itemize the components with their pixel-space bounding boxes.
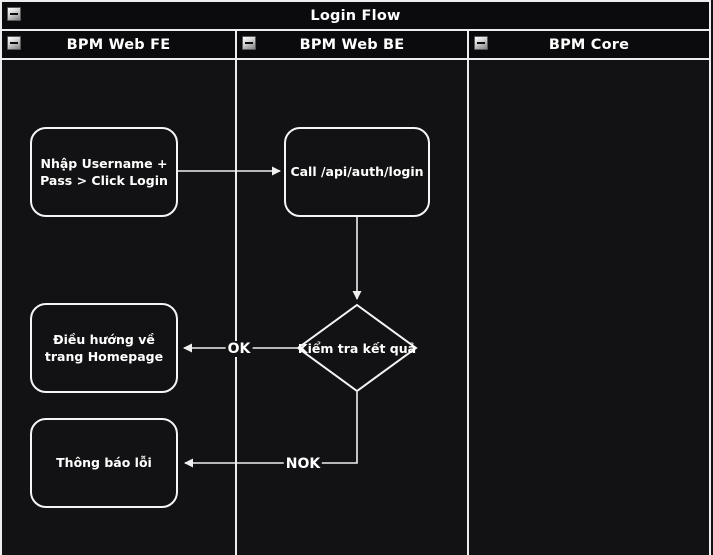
lane-title: BPM Web FE	[66, 36, 171, 53]
node-redirect-homepage[interactable]: Điều hướng về trang Homepage	[30, 303, 178, 393]
collapse-icon[interactable]	[242, 36, 256, 50]
collapse-icon[interactable]	[474, 36, 488, 50]
lane-header-row: BPM Web FE BPM Web BE BPM Core	[2, 31, 709, 60]
decision-check-result-label[interactable]: Kiểm tra kết quả	[297, 341, 417, 356]
node-error-notification[interactable]: Thông báo lỗi	[30, 418, 178, 508]
lane-body-row	[2, 60, 709, 555]
node-label: Điều hướng về trang Homepage	[44, 331, 164, 365]
pool-title: Login Flow	[310, 7, 401, 24]
lane-body-bpm-web-fe	[2, 60, 237, 555]
lane-title: BPM Web BE	[299, 36, 405, 53]
edge-label-nok[interactable]: NOK	[283, 456, 323, 472]
decision-diamond[interactable]	[296, 303, 418, 393]
pool-title-bar[interactable]: Login Flow	[2, 2, 709, 31]
node-label: Nhập Username + Pass > Click Login	[40, 155, 168, 189]
collapse-icon[interactable]	[7, 7, 21, 21]
node-label: Call /api/auth/login	[290, 164, 424, 180]
lane-body-bpm-web-be	[237, 60, 469, 555]
edge-decision-nok[interactable]	[184, 392, 358, 468]
node-call-login-api[interactable]: Call /api/auth/login	[284, 127, 430, 217]
lane-title: BPM Core	[548, 36, 630, 53]
lane-header-bpm-web-be[interactable]: BPM Web BE	[237, 31, 469, 58]
collapse-icon[interactable]	[7, 36, 21, 50]
node-label: Thông báo lỗi	[56, 455, 152, 471]
edge-label-ok[interactable]: OK	[225, 341, 253, 357]
lane-header-bpm-web-fe[interactable]: BPM Web FE	[2, 31, 237, 58]
lane-header-bpm-core[interactable]: BPM Core	[469, 31, 709, 58]
node-enter-credentials[interactable]: Nhập Username + Pass > Click Login	[30, 127, 178, 217]
